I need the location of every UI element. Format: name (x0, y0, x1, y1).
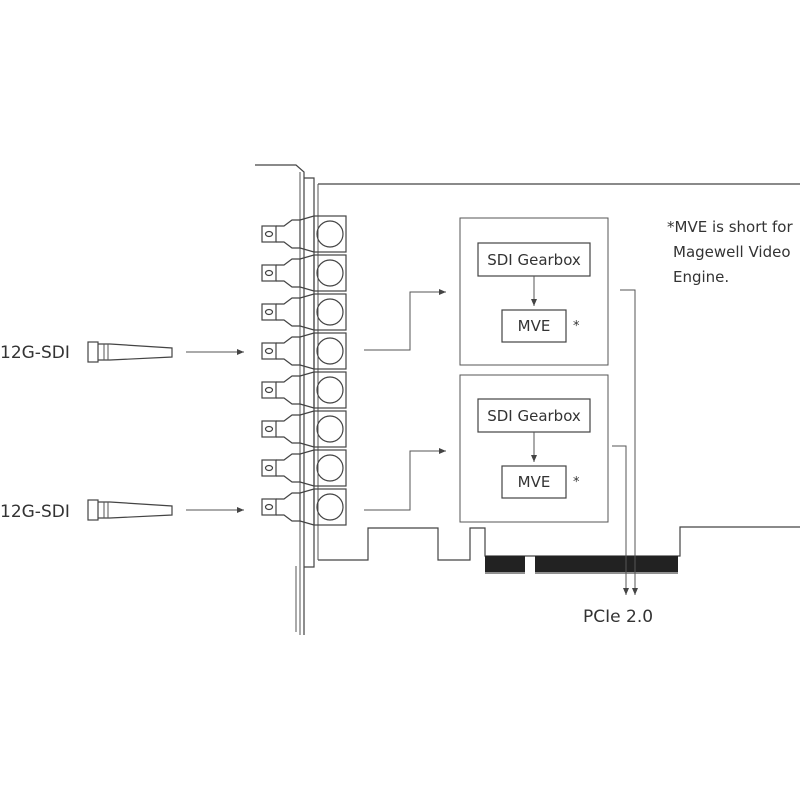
note-line-3: Engine. (673, 268, 729, 286)
bnc-connector-7 (261, 449, 347, 487)
bnc-connectors (261, 215, 347, 526)
mounting-bracket (255, 164, 315, 635)
processing-block-1: SDI Gearbox MVE * (459, 217, 609, 366)
mve-box (501, 465, 567, 499)
processing-block-2: SDI Gearbox MVE * (459, 374, 609, 523)
mve-marker: * (573, 319, 580, 334)
bnc-connector-4 (261, 332, 347, 370)
mve-label: MVE (518, 473, 551, 491)
bnc-connector-5 (261, 371, 347, 409)
bnc-connector-6 (261, 410, 347, 448)
pcb-board (318, 183, 800, 561)
bnc-connector-8 (261, 488, 347, 526)
input-label-2: 12G-SDI (0, 502, 70, 522)
bnc-connector-3 (261, 293, 347, 331)
bnc-connector-2 (261, 254, 347, 292)
bnc-connector-1 (261, 215, 347, 253)
pcie-label: PCIe 2.0 (583, 607, 653, 627)
mve-box (501, 309, 567, 343)
signal-arrow-1 (364, 289, 446, 351)
sdi-gearbox-label: SDI Gearbox (487, 251, 581, 269)
note-line-1: *MVE is short for (667, 218, 793, 236)
pcie-edge-connector (485, 556, 678, 574)
pcie-arrow-2 (612, 445, 629, 595)
sdi-gearbox-label: SDI Gearbox (487, 407, 581, 425)
pcie-arrow-1 (620, 289, 638, 595)
mve-marker: * (573, 475, 580, 490)
mve-label: MVE (518, 317, 551, 335)
cable-plug-2 (87, 499, 173, 521)
cable-plug-1 (87, 341, 173, 363)
signal-arrow-2 (364, 448, 446, 511)
note-line-2: Magewell Video (673, 243, 791, 261)
input-label-1: 12G-SDI (0, 343, 70, 363)
